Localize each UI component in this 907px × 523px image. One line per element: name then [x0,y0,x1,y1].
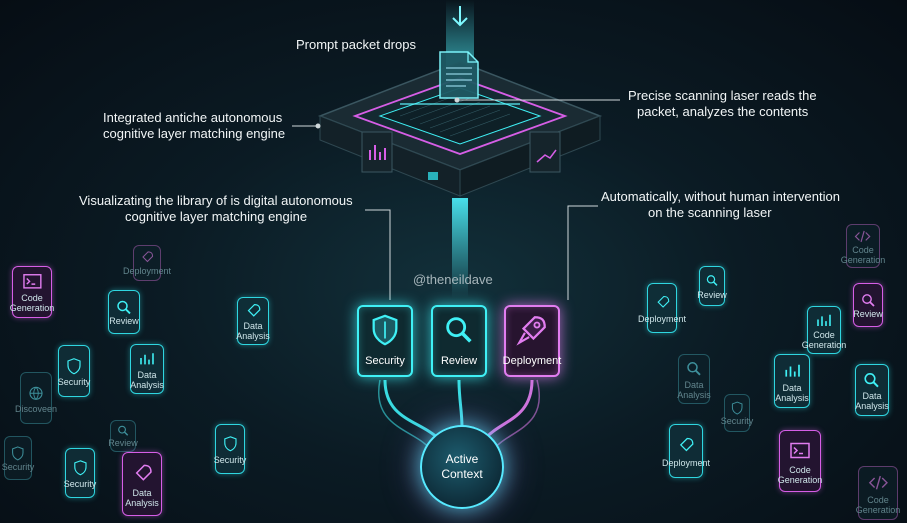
magnifier-icon [687,362,701,376]
context-label-line1: Active [445,452,479,466]
library-card-label: Deployment [122,265,172,276]
library-card-label: Deployment [637,313,687,324]
library-card: Review [853,283,883,327]
library-card: Security [63,448,97,498]
library-card: Review [108,420,138,452]
terminal-icon [790,442,810,458]
library-card-label: Code Generation [855,494,901,515]
library-card-label: Review [697,289,727,300]
watermark: @theneildave [413,272,493,287]
library-card: Data Analysis [677,354,711,404]
callout-laser-line1: Precise scanning laser reads the [628,88,817,103]
library-card: Security [213,424,247,474]
library-card-label: Security [57,377,91,388]
library-card: Review [108,290,140,334]
library-card: Code Generation [777,430,823,492]
library-card: Discoveen [15,372,57,424]
library-card: Data Analysis [236,297,270,345]
chart-icon [785,365,800,377]
code-icon [868,476,888,490]
library-card-label: Security [213,454,247,465]
selected-card-security: Security [357,305,413,377]
output-beam [452,198,468,298]
library-card-label: Code Generation [777,464,823,485]
library-card: Deployment [638,283,686,333]
callout-engine-line2: cognitive layer matching engine [103,126,286,141]
shield-icon [372,314,398,346]
magnifier-icon [706,275,718,287]
chart-icon [817,314,832,326]
library-card-label: Review [108,437,138,448]
library-card: Code Generation [802,306,846,354]
selected-card-label: Deployment [502,355,562,367]
code-icon [855,230,871,242]
library-card: Code Generation [9,266,55,318]
library-card: Code Generation [855,466,901,520]
library-card: Deployment [123,245,171,281]
callout-automatic-line2: on the scanning laser [648,205,772,220]
library-card: Data Analysis [130,344,164,394]
library-card-label: Data Analysis [125,487,159,508]
callout-laser-line2: packet, analyzes the contents [637,104,809,119]
library-card-label: Discoveen [14,404,58,415]
library-card-label: Data Analysis [236,321,270,342]
library-card: Data Analysis [774,354,810,408]
selected-card-label: Security [365,355,405,367]
magnifier-icon [861,293,875,307]
library-card-label: Review [853,309,883,320]
context-label-line2: Context [441,467,483,481]
rocket-icon [516,316,546,346]
magnifier-icon [864,372,880,388]
library-card-label: Deployment [661,457,711,468]
library-card: Security [721,394,753,432]
shield-icon [73,460,87,476]
magnifier-icon [446,317,472,343]
library-card-label: Security [720,416,754,427]
prompt-packet-icon [439,51,479,99]
library-card-label: Code Generation [801,330,847,351]
drop-arrow-icon [452,6,468,27]
callout-automatic-line1: Automatically, without human interventio… [601,189,840,204]
library-card: Code Generation [841,224,885,268]
library-card: Deployment [662,424,710,478]
library-card-label: Data Analysis [677,379,711,400]
rocket-icon [657,296,669,308]
shield-icon [223,436,237,452]
callout-library-line1: Visualizating the library of is digital … [79,193,353,208]
rocket-icon [247,303,261,317]
shield-icon [731,401,743,415]
magnifier-icon [117,425,128,436]
callout-library-line2: cognitive layer matching engine [125,209,308,224]
chart-icon [140,353,155,365]
library-card-label: Data Analysis [855,391,889,412]
active-context-node: Active Context [420,425,504,509]
globe-icon [29,386,43,400]
library-card-label: Data Analysis [775,382,809,403]
library-card-label: Review [109,316,139,327]
rocket-icon [680,438,694,452]
library-card: Review [697,266,727,306]
library-card: Data Analysis [855,364,889,416]
terminal-icon [22,273,42,289]
shield-icon [12,445,24,461]
library-card-label: Code Generation [9,293,55,314]
callout-prompt-drops: Prompt packet drops [296,37,416,52]
library-card-label: Code Generation [840,245,886,266]
selected-card-deployment: Deployment [502,305,562,377]
library-card-label: Security [63,478,97,489]
callout-engine-line1: Integrated antiche autonomous [103,110,283,125]
library-card: Security [1,436,35,480]
library-card-label: Security [1,462,35,473]
rocket-icon [142,251,154,263]
library-card-label: Data Analysis [130,369,164,390]
selected-card-review: Review [431,305,487,377]
rocket-icon [135,464,152,481]
library-card: Data Analysis [122,452,162,516]
selected-card-label: Review [440,355,478,367]
library-card: Security [58,345,90,397]
magnifier-icon [117,300,131,314]
shield-icon [67,357,81,375]
